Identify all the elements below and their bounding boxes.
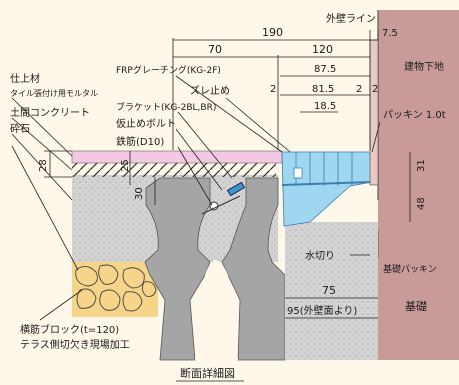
dim-95: 95(外壁面より) xyxy=(287,304,357,317)
label-finish-material: 仕上材 xyxy=(10,72,40,85)
mortar-layer xyxy=(72,163,276,177)
dim-190: 190 xyxy=(262,26,283,39)
dim-2-right-a: 2 xyxy=(356,84,362,95)
temp-bolt xyxy=(226,181,246,197)
label-foundation-packing: 基礎パッキン xyxy=(383,263,437,275)
label-building-floor: 建物下地 xyxy=(404,60,444,73)
dim-70: 70 xyxy=(208,43,222,56)
dim-2-left: 2 xyxy=(270,84,276,95)
dim-25: 25 xyxy=(120,159,131,172)
channel-gap xyxy=(195,260,238,360)
label-frp-grating: FRPグレーチング(KG-2F) xyxy=(116,64,221,76)
dim-7-5: 7.5 xyxy=(382,28,398,39)
precast-channel xyxy=(144,177,211,361)
label-packing: パッキン 1.0t xyxy=(383,109,446,121)
building-wall xyxy=(378,10,459,360)
dim-30: 30 xyxy=(134,187,145,200)
label-drip: 水切り xyxy=(305,250,335,262)
bracket xyxy=(281,181,373,186)
dim-87-5: 87.5 xyxy=(314,64,336,75)
label-rebar: 鉄筋(D10) xyxy=(116,135,164,148)
label-earth-concrete: 土間コンクリート xyxy=(10,106,90,119)
dim-2-right-b: 2 xyxy=(372,84,378,95)
dimension-lines xyxy=(11,30,411,321)
label-foundation: 基礎 xyxy=(405,300,427,313)
label-terrace-cut: テラス側切欠き現場加工 xyxy=(20,338,130,351)
dim-28: 28 xyxy=(38,159,49,172)
dim-75: 75 xyxy=(322,284,336,297)
label-lateral-block: 横筋ブロック(t=120) xyxy=(20,323,119,336)
dim-81-5: 81.5 xyxy=(312,84,334,95)
dim-31: 31 xyxy=(416,159,427,172)
dim-120: 120 xyxy=(312,43,333,56)
gravel-stones xyxy=(75,264,157,312)
diagram-title: 断面詳細図 xyxy=(180,366,235,380)
label-tile-mortar: タイル張付け用モルタル xyxy=(10,88,98,98)
label-slip-stop: ズレ止め xyxy=(190,84,230,97)
dim-18-5: 18.5 xyxy=(314,101,336,112)
finish-tile-layer xyxy=(71,150,283,164)
label-outer-wall-line: 外壁ライン xyxy=(326,12,376,25)
label-temp-bolt: 仮止めボルト xyxy=(116,117,176,130)
dim-48: 48 xyxy=(416,197,427,210)
frp-grating xyxy=(281,151,373,227)
label-crushed-stone: 砕石 xyxy=(10,123,30,135)
label-bracket: ブラケット(KG-2BL,BR) xyxy=(116,101,216,113)
